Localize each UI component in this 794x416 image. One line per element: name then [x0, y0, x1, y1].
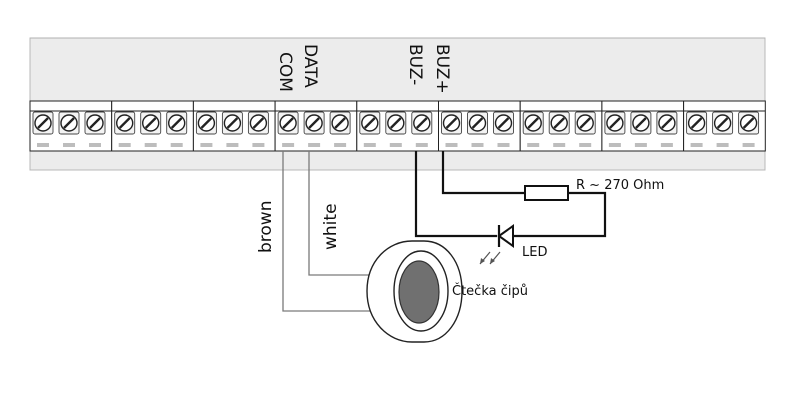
terminal-screw [738, 111, 760, 135]
led-symbol [479, 224, 514, 265]
terminal-screw [359, 111, 381, 135]
terminal-contact [334, 143, 347, 147]
label-data: DATA [300, 44, 320, 88]
terminal-screw [467, 111, 488, 135]
terminal-screw [58, 111, 80, 135]
terminal-screw [166, 111, 188, 135]
terminal-contact [63, 143, 75, 147]
terminal-screw [303, 111, 325, 135]
label-reader: Čtečka čipů [452, 283, 528, 299]
terminal-block [29, 100, 113, 152]
terminal-contact [170, 143, 183, 147]
wire-white [308, 151, 378, 276]
terminal-contact [742, 143, 755, 147]
terminal-screw [686, 111, 708, 135]
terminal-block [356, 100, 439, 152]
terminal-contact [716, 143, 729, 147]
terminal-screw [656, 111, 678, 135]
terminal-contact [308, 143, 321, 147]
label-buz-plus: BUZ+ [432, 44, 452, 94]
label-buz-minus: BUZ- [405, 44, 425, 85]
terminal-screw [32, 111, 54, 135]
terminal-screw [411, 111, 433, 135]
terminal-screw [493, 111, 514, 135]
label-resistor: R ~ 270 Ohm [576, 178, 664, 193]
terminal-screw [84, 111, 106, 135]
label-brown: brown [256, 201, 276, 254]
terminal-contact [200, 143, 213, 147]
terminal-block [601, 100, 685, 152]
terminal-screw [140, 111, 162, 135]
terminal-contact [144, 143, 157, 147]
terminal-contact [363, 143, 376, 147]
terminal-screw [522, 111, 544, 135]
wire-buz-minus [414, 151, 497, 238]
terminal-contact [252, 143, 265, 147]
terminal-block [683, 100, 766, 152]
wire-buz-plus [441, 151, 525, 195]
terminal-screw [441, 111, 462, 135]
terminal-contact [608, 143, 621, 147]
resistor-symbol [524, 185, 569, 201]
label-led: LED [522, 245, 547, 260]
terminal-screw [277, 111, 299, 135]
terminal-block [192, 100, 276, 152]
terminal-contact [553, 143, 566, 147]
terminal-contact [634, 143, 647, 147]
terminal-contact [282, 143, 295, 147]
terminal-contact [89, 143, 101, 147]
terminal-block [438, 100, 521, 152]
terminal-screw [574, 111, 596, 135]
terminal-contact [660, 143, 673, 147]
terminal-screw [385, 111, 407, 135]
terminal-contact [579, 143, 592, 147]
terminal-screw [114, 111, 136, 135]
terminal-screw [329, 111, 351, 135]
terminal-contact [415, 143, 428, 147]
terminal-contact [445, 143, 458, 147]
wire-resistor-to-led [513, 191, 607, 238]
terminal-screw [247, 111, 269, 135]
terminal-block [519, 100, 603, 152]
terminal-contact [497, 143, 510, 147]
terminal-screw [630, 111, 652, 135]
terminal-screw [195, 111, 217, 135]
terminal-block [111, 100, 194, 152]
terminal-contact [226, 143, 239, 147]
terminal-contact [471, 143, 484, 147]
label-com: COM [275, 52, 295, 92]
wire-brown [282, 151, 390, 312]
terminal-screw [548, 111, 570, 135]
terminal-block [274, 100, 358, 152]
chip-reader [366, 240, 463, 343]
label-white: white [321, 203, 341, 250]
terminal-contact [118, 143, 131, 147]
terminal-screw [712, 111, 734, 135]
terminal-contact [527, 143, 540, 147]
terminal-contact [37, 143, 49, 147]
terminal-contact [690, 143, 703, 147]
terminal-screw [221, 111, 243, 135]
terminal-screw [604, 111, 626, 135]
terminal-contact [389, 143, 402, 147]
terminal-strip [29, 100, 766, 152]
